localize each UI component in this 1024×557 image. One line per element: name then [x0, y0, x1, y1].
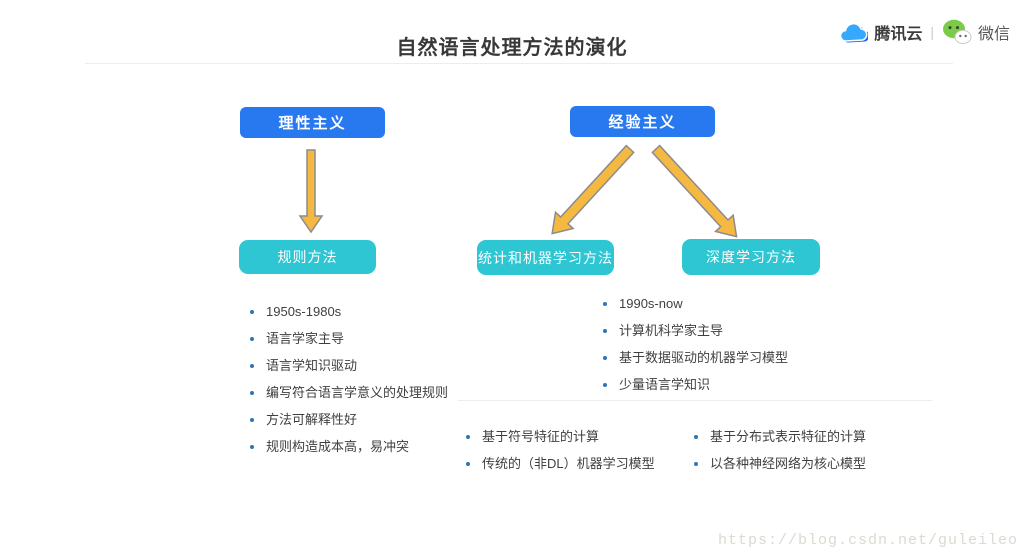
node-deep-learning: 深度学习方法 — [682, 239, 820, 275]
brand-separator: | — [930, 24, 934, 40]
list-item: 1990s-now — [603, 295, 788, 312]
page-title: 自然语言处理方法的演化 — [396, 37, 628, 59]
node-statistical-ml: 统计和机器学习方法 — [477, 240, 614, 275]
bullet-icon — [466, 462, 470, 466]
section-divider — [458, 400, 932, 401]
list-item: 编写符合语言学意义的处理规则 — [250, 384, 448, 401]
bullet-icon — [250, 337, 254, 341]
bullet-icon — [250, 418, 254, 422]
arrow-diagonal-left-icon — [551, 144, 635, 235]
bullet-icon — [603, 302, 607, 306]
bullet-icon — [466, 435, 470, 439]
list-item: 基于符号特征的计算 — [466, 428, 655, 445]
arrow-down-icon — [298, 149, 324, 234]
arrow-diagonal-right-icon — [651, 144, 738, 238]
list-item: 语言学家主导 — [250, 330, 448, 347]
bullet-icon — [603, 383, 607, 387]
tencent-cloud-label: 腾讯云 — [874, 26, 923, 43]
tencent-cloud-icon — [840, 22, 869, 43]
statistical-ml-list: 基于符号特征的计算 传统的（非DL）机器学习模型 — [466, 428, 655, 482]
list-item: 计算机科学家主导 — [603, 322, 788, 339]
brand-lockup: 腾讯云 | 微信 — [836, 19, 1010, 45]
bullet-icon — [603, 356, 607, 360]
list-item: 语言学知识驱动 — [250, 357, 448, 374]
list-item: 方法可解释性好 — [250, 411, 448, 428]
bullet-icon — [250, 445, 254, 449]
empiricism-list: 1990s-now 计算机科学家主导 基于数据驱动的机器学习模型 少量语言学知识 — [603, 295, 788, 403]
wechat-icon — [942, 19, 972, 45]
list-item: 少量语言学知识 — [603, 376, 788, 393]
list-item: 1950s-1980s — [250, 303, 448, 320]
list-item: 传统的（非DL）机器学习模型 — [466, 455, 655, 472]
node-rationalism: 理性主义 — [240, 107, 385, 138]
bullet-icon — [603, 329, 607, 333]
list-item: 规则构造成本高，易冲突 — [250, 438, 448, 455]
watermark-url: https://blog.csdn.net/guleileo — [717, 532, 1018, 549]
deep-learning-list: 基于分布式表示特征的计算 以各种神经网络为核心模型 — [694, 428, 866, 482]
list-item: 基于数据驱动的机器学习模型 — [603, 349, 788, 366]
node-empiricism: 经验主义 — [570, 106, 715, 137]
bullet-icon — [250, 391, 254, 395]
bullet-icon — [694, 462, 698, 466]
node-rule-method: 规则方法 — [239, 240, 376, 274]
bullet-icon — [694, 435, 698, 439]
wechat-label: 微信 — [977, 26, 1010, 43]
header-divider — [85, 63, 953, 64]
rule-method-list: 1950s-1980s 语言学家主导 语言学知识驱动 编写符合语言学意义的处理规… — [250, 303, 448, 465]
list-item: 以各种神经网络为核心模型 — [694, 455, 866, 472]
bullet-icon — [250, 364, 254, 368]
list-item: 基于分布式表示特征的计算 — [694, 428, 866, 445]
bullet-icon — [250, 310, 254, 314]
